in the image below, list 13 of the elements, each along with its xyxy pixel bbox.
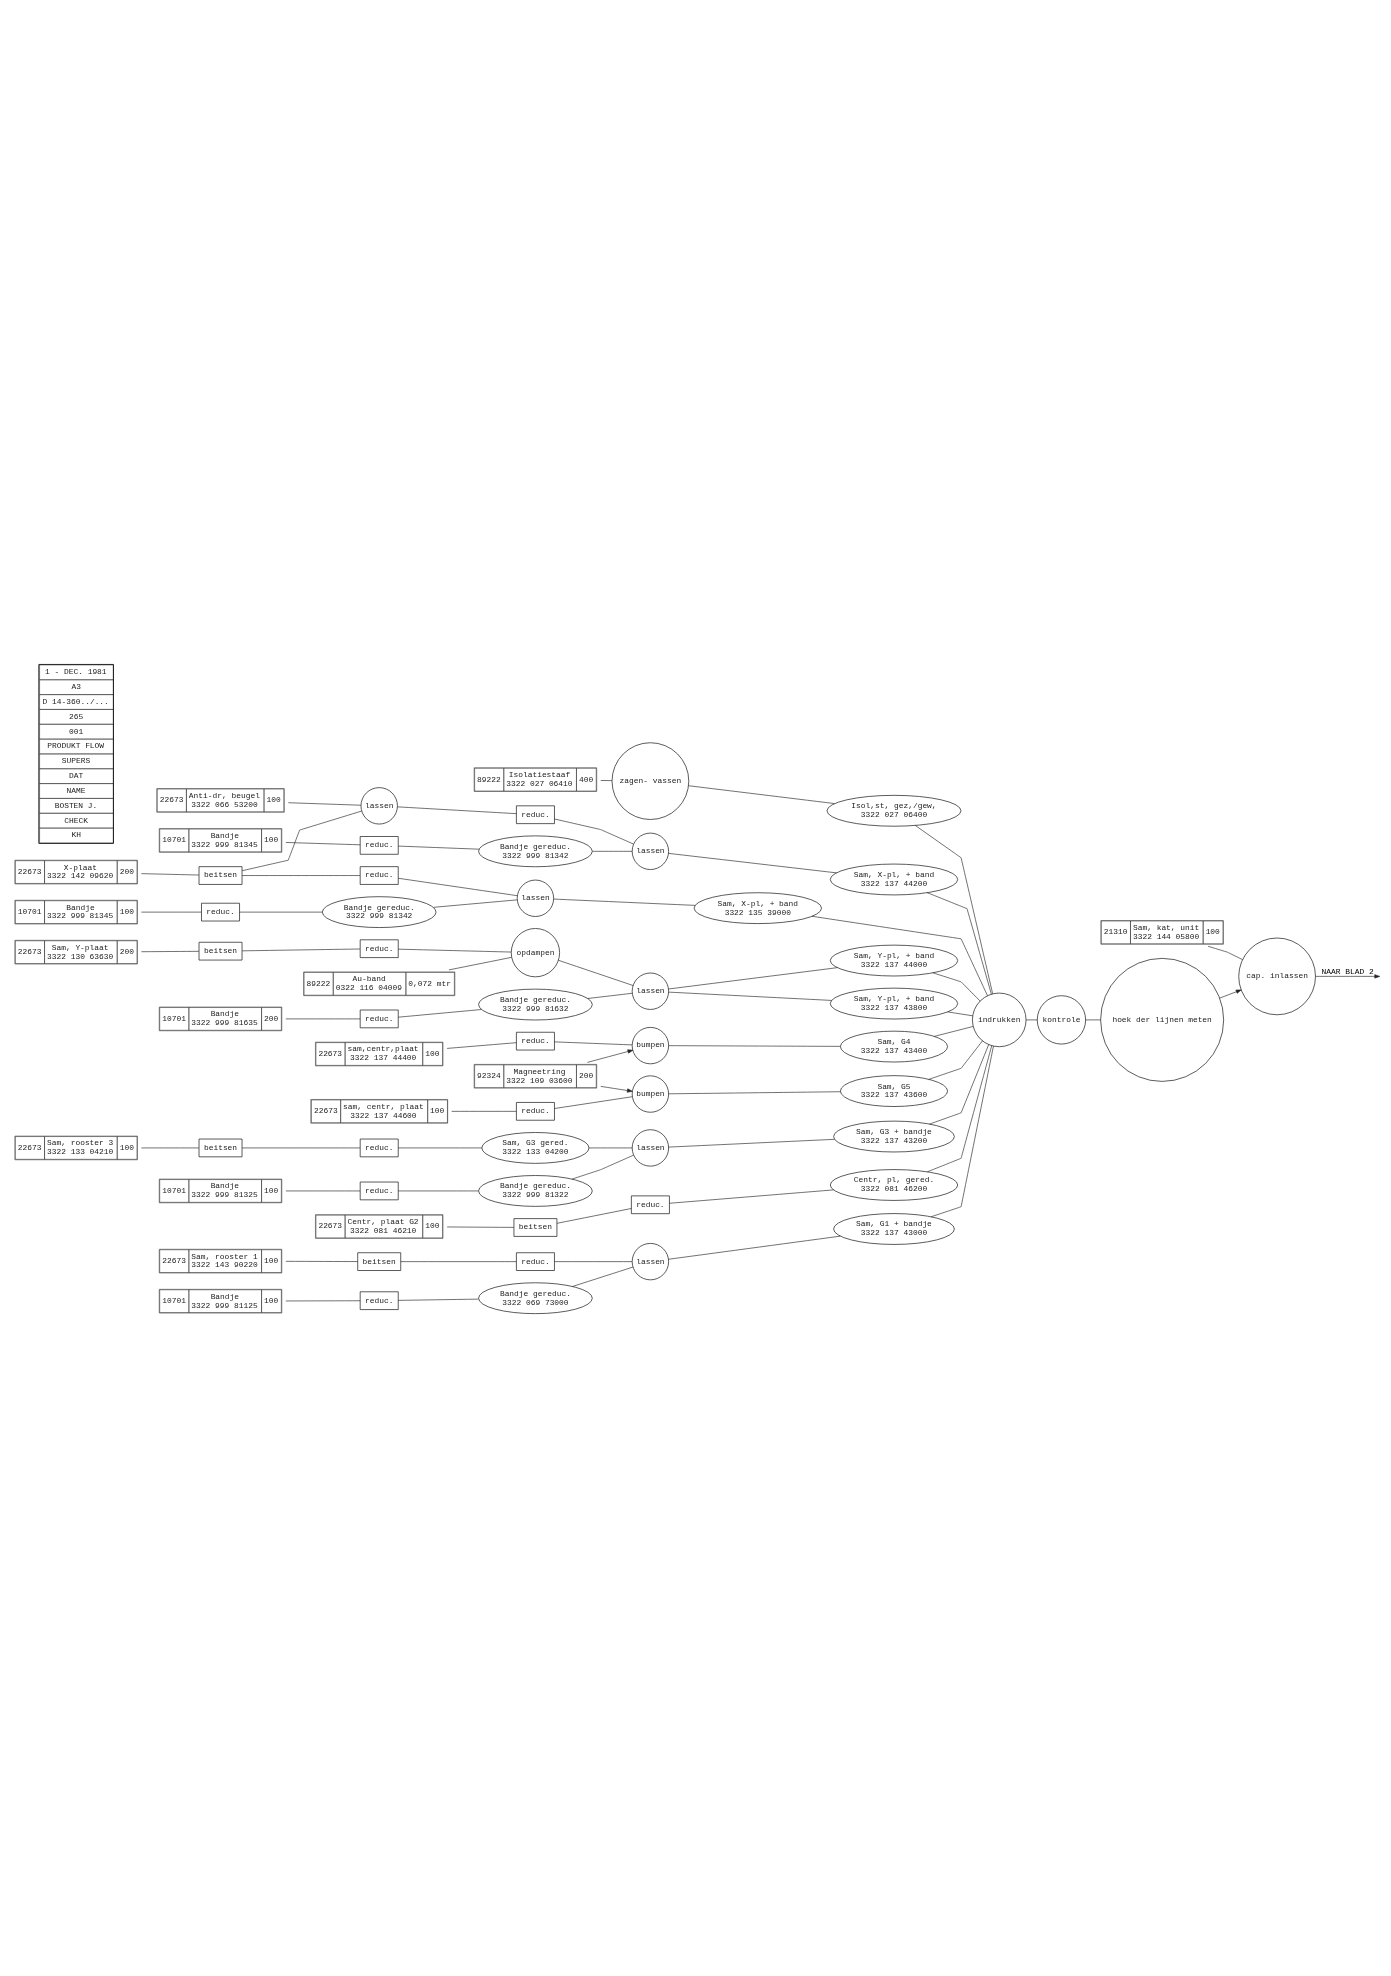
label: KH — [71, 829, 81, 839]
label: SUPERS — [61, 755, 91, 765]
label: 001 — [69, 726, 84, 736]
label: DAT — [69, 770, 84, 780]
label: BOSTEN J. — [54, 800, 98, 810]
label: 265 — [69, 711, 84, 721]
edge-label: NAAR BLAD 2 — [1321, 966, 1374, 976]
label: D 14-360../... — [42, 696, 109, 706]
label: 1 - DEC. 1981 — [45, 666, 107, 676]
label: PRODUKT FLOW — [47, 740, 105, 750]
label: NAME — [66, 785, 86, 795]
label: CHECK — [64, 815, 88, 825]
label: A3 — [71, 681, 81, 691]
